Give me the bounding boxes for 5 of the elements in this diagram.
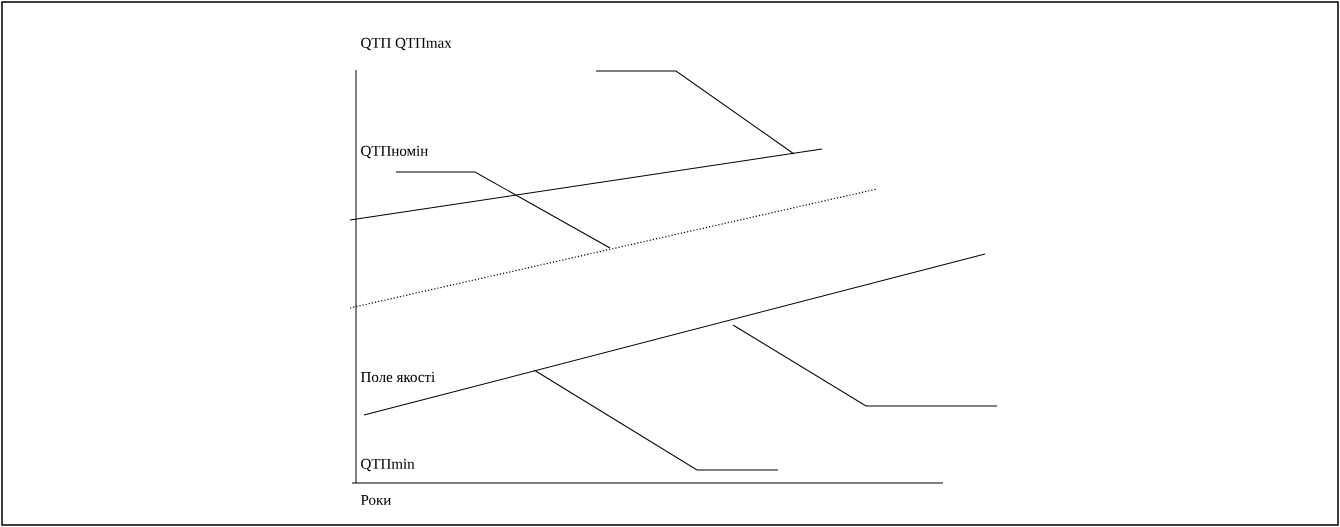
axis-label: Роки bbox=[360, 495, 391, 505]
axis-label: QТПномін bbox=[361, 145, 428, 159]
axis-label: QТП QТПmax bbox=[361, 37, 452, 51]
axis-label: Поле якості bbox=[360, 371, 435, 383]
axis-label: QТПmin bbox=[361, 458, 415, 472]
